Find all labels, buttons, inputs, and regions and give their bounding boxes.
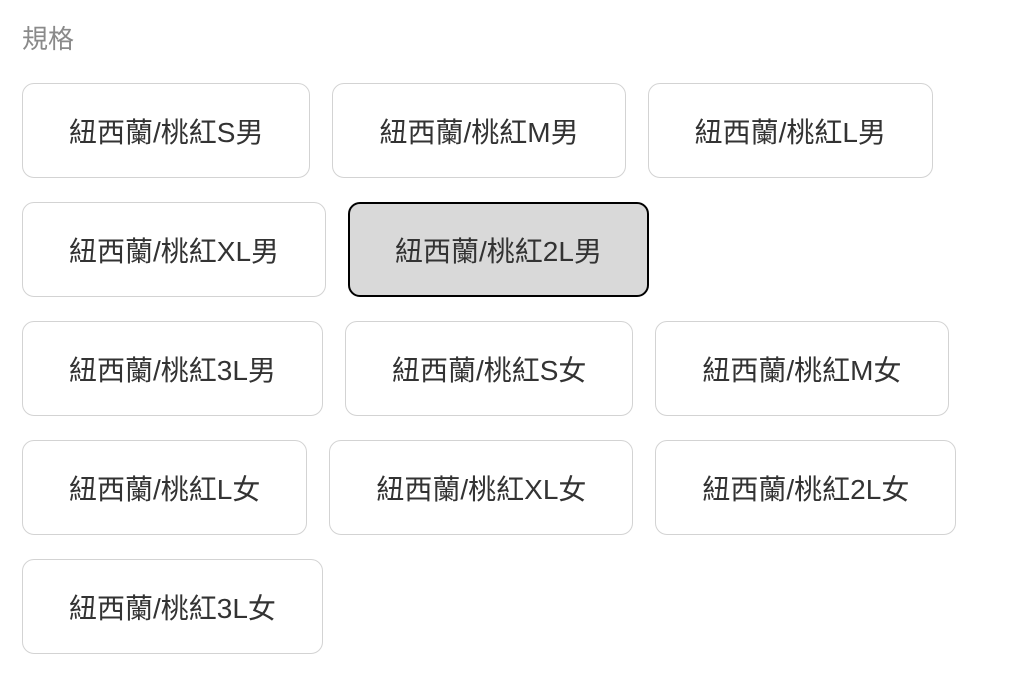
spec-options-row: 紐西蘭/桃紅XL男紐西蘭/桃紅2L男 <box>22 202 996 298</box>
spec-option[interactable]: 紐西蘭/桃紅L男 <box>647 83 933 179</box>
spec-option[interactable]: 紐西蘭/桃紅S男 <box>22 83 311 179</box>
spec-option[interactable]: 紐西蘭/桃紅2L女 <box>655 440 957 536</box>
spec-option[interactable]: 紐西蘭/桃紅3L男 <box>22 321 323 417</box>
spec-section-label: 規格 <box>22 24 75 54</box>
spec-options-row: 紐西蘭/桃紅3L女 <box>22 559 996 655</box>
spec-options-row: 紐西蘭/桃紅L女紐西蘭/桃紅XL女紐西蘭/桃紅2L女 <box>22 440 996 536</box>
spec-options-group: 紐西蘭/桃紅S男紐西蘭/桃紅M男紐西蘭/桃紅L男紐西蘭/桃紅XL男紐西蘭/桃紅2… <box>22 83 996 655</box>
spec-options-row: 紐西蘭/桃紅S男紐西蘭/桃紅M男紐西蘭/桃紅L男 <box>22 83 996 179</box>
spec-option[interactable]: 紐西蘭/桃紅XL女 <box>329 440 634 536</box>
spec-option[interactable]: 紐西蘭/桃紅S女 <box>344 321 634 417</box>
spec-option[interactable]: 紐西蘭/桃紅3L女 <box>22 559 323 655</box>
spec-option[interactable]: 紐西蘭/桃紅M男 <box>332 83 626 179</box>
spec-options-row: 紐西蘭/桃紅3L男紐西蘭/桃紅S女紐西蘭/桃紅M女 <box>22 321 996 417</box>
spec-option[interactable]: 紐西蘭/桃紅XL男 <box>22 202 327 298</box>
spec-option[interactable]: 紐西蘭/桃紅M女 <box>655 321 949 417</box>
spec-option[interactable]: 紐西蘭/桃紅2L男 <box>348 202 649 298</box>
spec-option[interactable]: 紐西蘭/桃紅L女 <box>22 440 308 536</box>
